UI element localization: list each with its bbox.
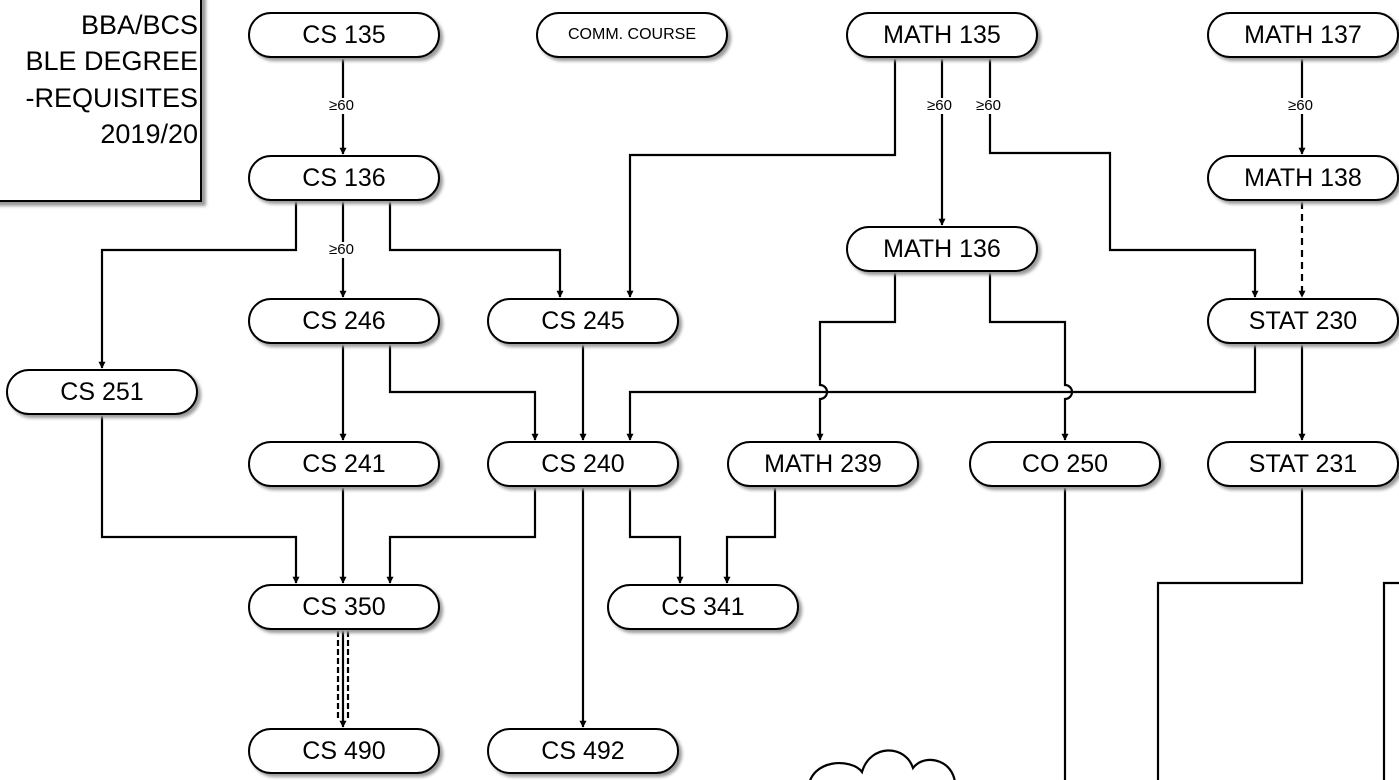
title-line-2: BLE DEGREE xyxy=(25,46,198,76)
edge-cs246-cs240 xyxy=(388,345,539,441)
course-stat231[interactable]: STAT 231 xyxy=(1207,441,1399,487)
edge-math136-co250 xyxy=(988,273,1074,441)
course-comm[interactable]: COMM. COURSE xyxy=(536,12,728,58)
grade-label-math135-stat230: ≥60 xyxy=(975,97,1002,114)
course-math137[interactable]: MATH 137 xyxy=(1207,12,1399,58)
course-math138[interactable]: MATH 138 xyxy=(1207,155,1399,201)
title-line-3: -REQUISITES xyxy=(25,83,198,113)
edge-math135-cs245 xyxy=(626,59,897,298)
course-cs135[interactable]: CS 135 xyxy=(248,12,440,58)
course-cs245[interactable]: CS 245 xyxy=(487,298,679,344)
edge-stat231-down xyxy=(1156,488,1304,780)
course-cs341[interactable]: CS 341 xyxy=(607,584,799,630)
edge-math239-cs341 xyxy=(723,488,777,584)
edge-cs240-cs341 xyxy=(628,488,684,584)
edge-cs240-cs350 xyxy=(386,488,537,584)
course-math135[interactable]: MATH 135 xyxy=(846,12,1038,58)
edge-math135-stat230 xyxy=(988,59,1259,298)
course-cs136[interactable]: CS 136 xyxy=(248,155,440,201)
edge-cs136-cs245 xyxy=(388,202,564,298)
course-math136[interactable]: MATH 136 xyxy=(846,226,1038,272)
edge-cs136-cs251 xyxy=(98,202,298,369)
edge-stat230-cs240 xyxy=(626,345,1257,441)
course-stat230[interactable]: STAT 230 xyxy=(1207,298,1399,344)
edge-cs251-cs350 xyxy=(100,416,300,584)
title-line-1: BBA/BCS xyxy=(80,10,198,40)
grade-label-math137-math138: ≥60 xyxy=(1287,97,1314,114)
course-cs350[interactable]: CS 350 xyxy=(248,584,440,630)
edge-right-offscreen xyxy=(1382,581,1399,780)
grade-label-math135-math136: ≥60 xyxy=(926,97,953,114)
course-cs490[interactable]: CS 490 xyxy=(248,728,440,774)
title-line-4: 2019/20 xyxy=(100,119,198,149)
course-math239[interactable]: MATH 239 xyxy=(727,441,919,487)
grade-label-cs136-cs246: ≥60 xyxy=(328,241,355,258)
cloud-shape xyxy=(809,749,956,780)
course-cs492[interactable]: CS 492 xyxy=(487,728,679,774)
course-co250[interactable]: CO 250 xyxy=(969,441,1161,487)
course-cs246[interactable]: CS 246 xyxy=(248,298,440,344)
edge-math136-math239 xyxy=(816,273,897,441)
course-cs241[interactable]: CS 241 xyxy=(248,441,440,487)
course-cs251[interactable]: CS 251 xyxy=(6,369,198,415)
grade-label-cs135-cs136: ≥60 xyxy=(328,97,355,114)
course-cs240[interactable]: CS 240 xyxy=(487,441,679,487)
title-box: BBA/BCS BLE DEGREE -REQUISITES 2019/20 xyxy=(0,0,202,202)
